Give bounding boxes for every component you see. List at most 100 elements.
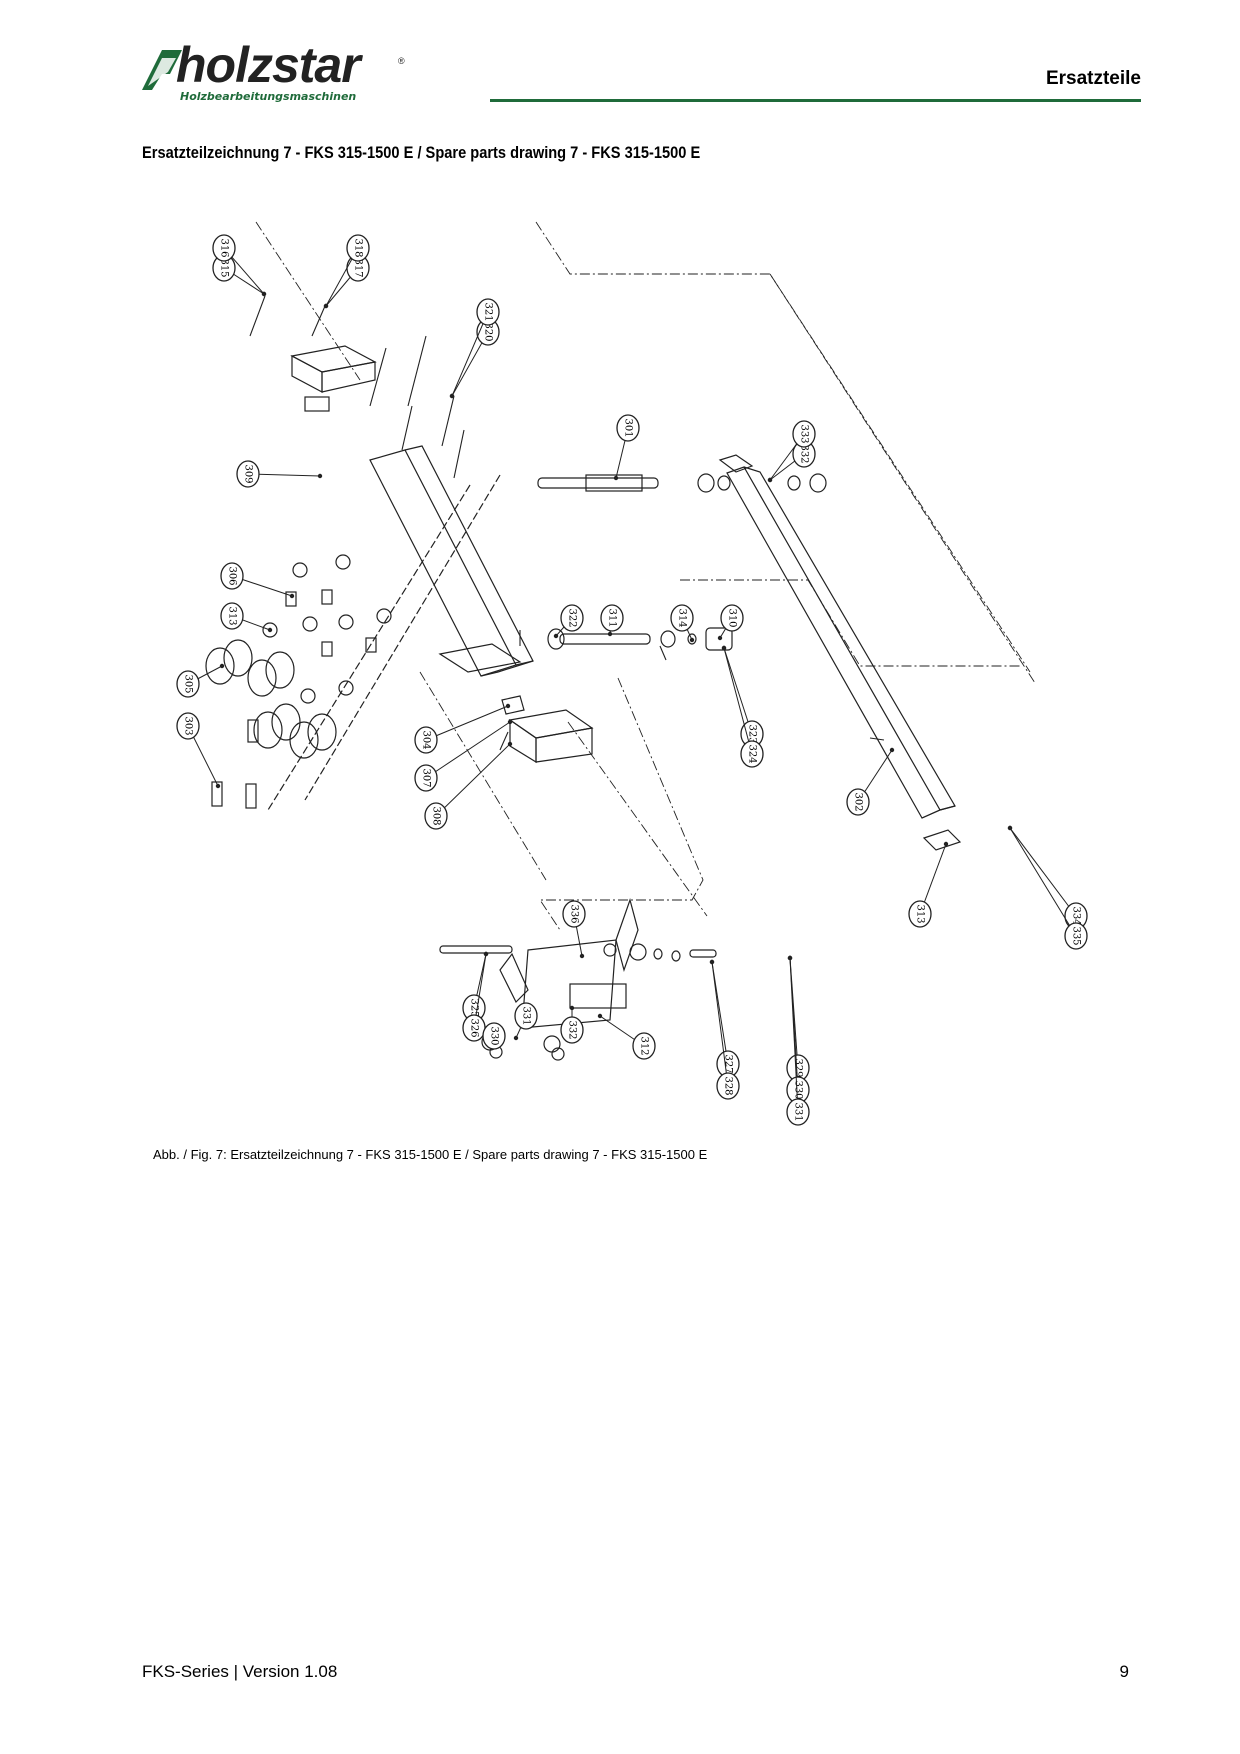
callout-balloon xyxy=(1064,922,1088,950)
callout-336: 336 xyxy=(562,900,586,959)
callout-number: 310 xyxy=(727,608,738,627)
callout-305: 305 xyxy=(176,663,225,698)
callout-balloon xyxy=(792,420,816,448)
callout-anchor-dot xyxy=(607,631,613,637)
callout-leader xyxy=(723,647,753,755)
callout-balloon xyxy=(716,1072,740,1100)
callout-number: 317 xyxy=(353,258,364,277)
callout-number: 308 xyxy=(431,806,442,825)
callout-balloon xyxy=(514,1002,538,1030)
callout-309: 309 xyxy=(236,460,323,488)
callout-333: 333 xyxy=(767,420,816,483)
parts-drawing-svg: 3153163173183203213013323333093063133053… xyxy=(176,221,1088,1126)
callout-anchor-dot xyxy=(943,841,949,847)
callout-number: 320 xyxy=(483,322,494,341)
callout-number: 334 xyxy=(1071,906,1082,925)
callout-anchor-dot xyxy=(717,635,723,641)
callout-331: 331 xyxy=(513,1002,538,1041)
callout-334: 334 xyxy=(1007,825,1088,930)
callout-balloon xyxy=(424,802,448,830)
callout-number: 318 xyxy=(353,238,364,257)
callout-anchor-dot xyxy=(579,953,585,959)
callout-balloon xyxy=(346,234,370,262)
callout-balloon xyxy=(786,1098,810,1126)
callout-leader xyxy=(1009,827,1077,937)
callout-balloon xyxy=(176,712,200,740)
callout-leader xyxy=(435,743,511,817)
callout-anchor-dot xyxy=(513,1035,519,1041)
callout-number: 332 xyxy=(799,444,810,463)
callout-number: 330 xyxy=(793,1080,804,1099)
brand-name: holzstar xyxy=(176,37,361,93)
callout-328: 328 xyxy=(709,959,740,1100)
callout-anchor-dot xyxy=(505,703,511,709)
callout-304: 304 xyxy=(414,703,511,754)
callout-anchor-dot xyxy=(767,477,773,483)
callout-balloon xyxy=(600,604,624,632)
callout-number: 321 xyxy=(483,302,494,321)
callout-balloon xyxy=(562,900,586,928)
callout-number: 335 xyxy=(1071,926,1082,945)
callout-322: 322 xyxy=(553,604,584,639)
callout-314: 314 xyxy=(670,604,695,643)
callout-balloon xyxy=(560,604,584,632)
callout-balloon xyxy=(476,298,500,326)
brand-logo: holzstar ® Holzbearbeitungsmaschinen xyxy=(140,37,412,106)
callout-number: 328 xyxy=(723,1076,734,1095)
page-number: 9 xyxy=(1119,1662,1129,1681)
callout-number: 315 xyxy=(219,258,230,277)
callout-group: 3153163173183203213013323333093063133053… xyxy=(176,234,1088,1126)
callout-anchor-dot xyxy=(889,747,895,753)
section-title: Ersatzteilzeichnung 7 - FKS 315-1500 E /… xyxy=(142,143,701,162)
callout-anchor-dot xyxy=(787,955,793,961)
callout-318: 318 xyxy=(323,234,370,309)
callout-anchor-dot xyxy=(569,1005,575,1011)
callout-anchor-dot xyxy=(507,741,513,747)
callout-number: 313 xyxy=(915,904,926,923)
callout-anchor-dot xyxy=(553,633,559,639)
callout-number: 324 xyxy=(747,744,758,763)
callout-balloon xyxy=(670,604,694,632)
callout-number: 313 xyxy=(227,606,238,625)
callout-number: 333 xyxy=(799,424,810,443)
callout-leader xyxy=(247,473,321,477)
callout-number: 332 xyxy=(567,1020,578,1039)
callout-leader xyxy=(711,961,729,1087)
callout-leader xyxy=(451,311,489,397)
callout-number: 326 xyxy=(469,1018,480,1037)
callout-anchor-dot xyxy=(689,637,695,643)
callout-balloon xyxy=(176,670,200,698)
callout-anchor-dot xyxy=(323,303,329,309)
callout-332: 332 xyxy=(560,1005,584,1044)
callout-313: 313 xyxy=(220,602,273,633)
callout-anchor-dot xyxy=(721,645,727,651)
callout-308: 308 xyxy=(424,741,513,830)
callout-number: 302 xyxy=(853,792,864,811)
callout-332: 332 xyxy=(767,440,816,483)
callout-335: 335 xyxy=(1007,825,1088,950)
registered-mark: ® xyxy=(398,56,405,66)
footer-version: FKS-Series | Version 1.08 xyxy=(142,1662,338,1681)
callout-323: 323 xyxy=(721,645,764,748)
callout-311: 311 xyxy=(600,604,624,637)
callout-balloon xyxy=(212,234,236,262)
callout-anchor-dot xyxy=(709,959,715,965)
figure-caption: Abb. / Fig. 7: Ersatzteilzeichnung 7 - F… xyxy=(153,1147,708,1162)
callout-balloon xyxy=(908,900,932,928)
callout-303: 303 xyxy=(176,712,221,789)
callout-balloon xyxy=(414,764,438,792)
callout-balloon xyxy=(220,602,244,630)
callout-number: 329 xyxy=(793,1058,804,1077)
callout-number: 331 xyxy=(521,1006,532,1025)
callout-330: 330 xyxy=(482,1022,506,1050)
callout-anchor-dot xyxy=(507,719,513,725)
callout-number: 312 xyxy=(639,1036,650,1055)
callout-312: 312 xyxy=(597,1013,656,1060)
callout-balloon xyxy=(740,740,764,768)
callout-301: 301 xyxy=(613,414,640,481)
callout-number: 322 xyxy=(567,608,578,627)
callout-number: 309 xyxy=(243,464,254,483)
callout-number: 327 xyxy=(723,1054,734,1073)
callout-number: 311 xyxy=(607,608,618,627)
callout-leader xyxy=(789,957,799,1113)
